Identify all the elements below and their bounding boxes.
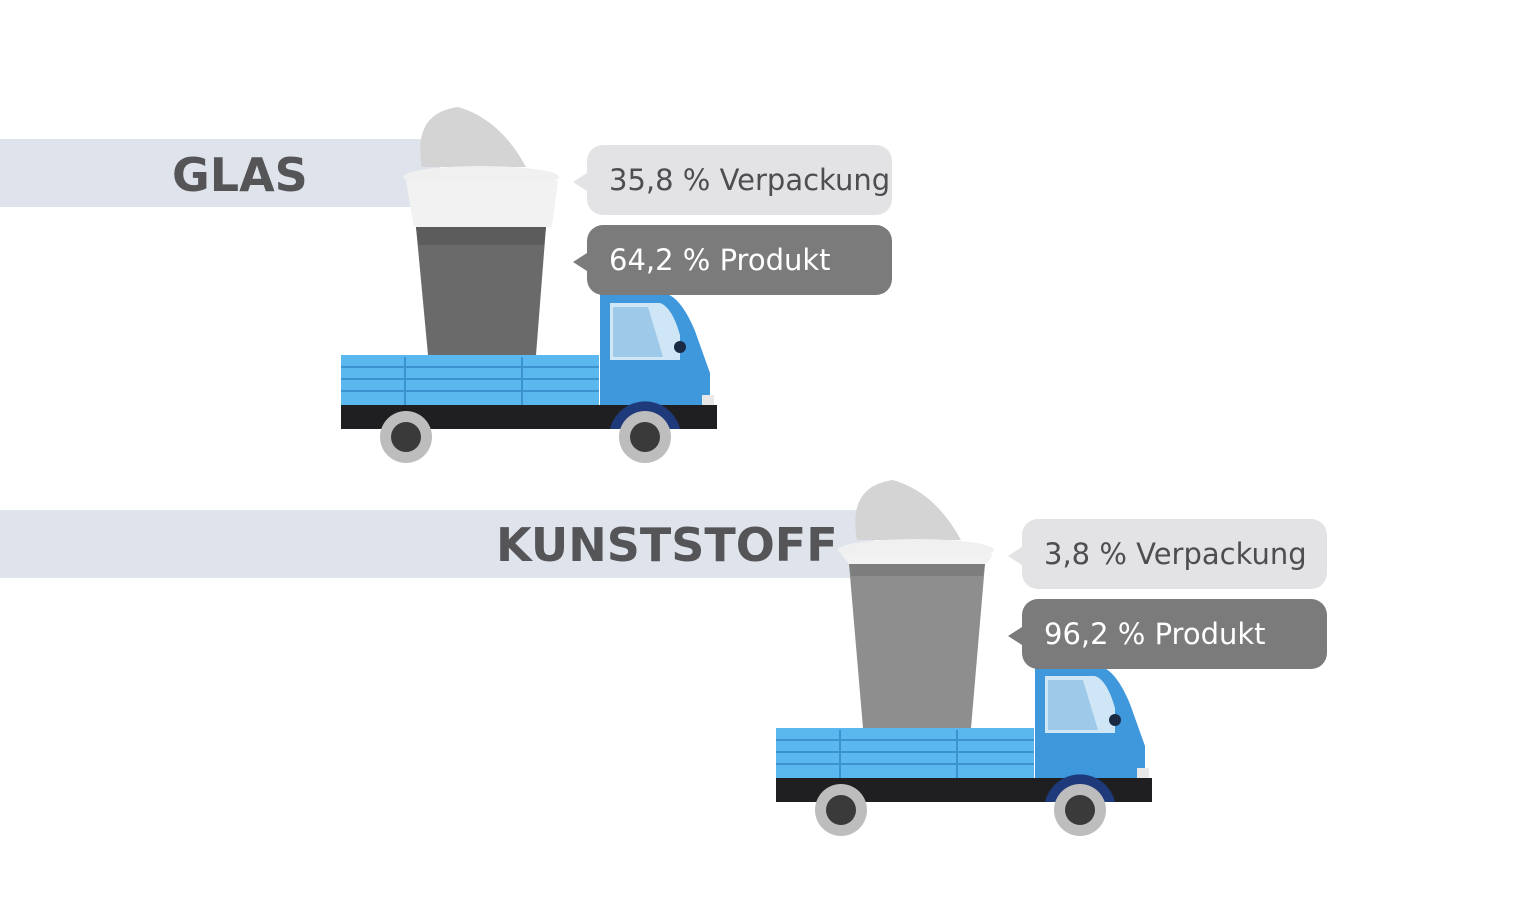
product-bubble-kunststoff: 96,2 % Produkt: [1008, 599, 1327, 669]
yogurt-cup-icon: [838, 480, 994, 728]
band-kunststoff: [0, 510, 875, 578]
truck-icon: [341, 107, 717, 463]
band-glas: [0, 139, 440, 207]
yogurt-cup-icon: [403, 107, 559, 355]
label-glas: GLAS: [172, 148, 308, 202]
truck-body: [776, 666, 1152, 836]
truck-icon: [776, 480, 1152, 836]
product-bubble-glas: 64,2 % Produkt: [573, 225, 892, 295]
truck-body: [341, 293, 717, 463]
label-kunststoff: KUNSTSTOFF: [496, 518, 838, 572]
packaging-bubble-kunststoff: 3,8 % Verpackung: [1008, 519, 1327, 589]
packaging-bubble-glas: 35,8 % Verpackung: [573, 145, 892, 215]
